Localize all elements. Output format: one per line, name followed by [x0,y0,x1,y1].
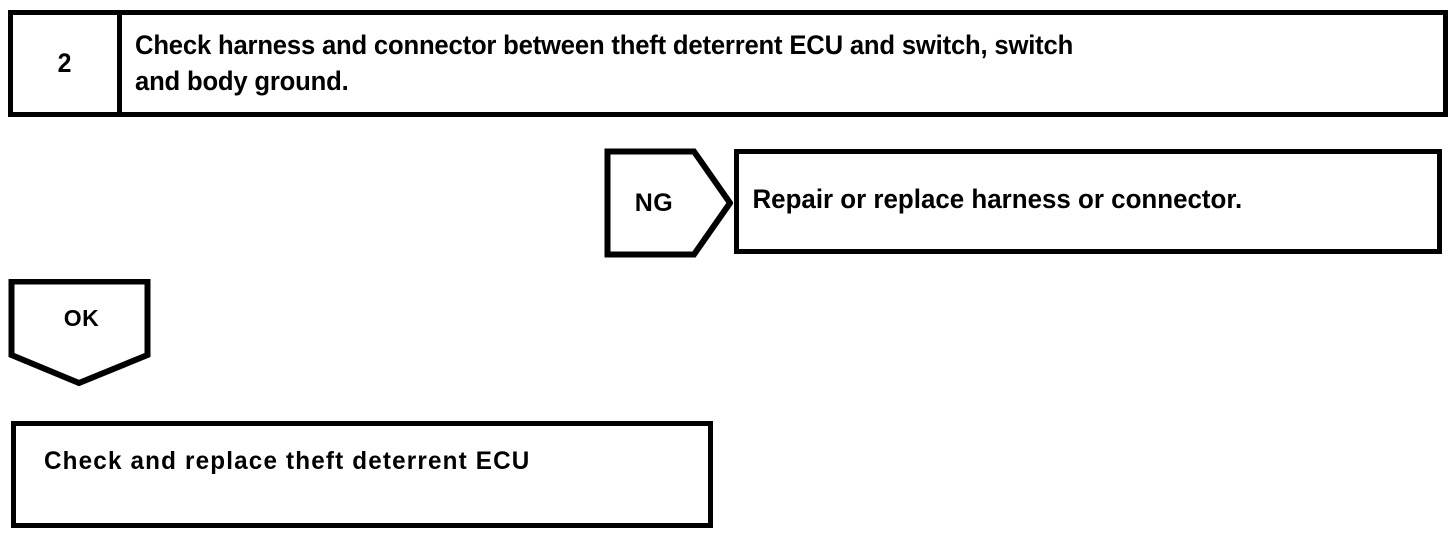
ok-arrow-shape [8,279,151,387]
ok-result-box: Check and replace theft deterrent ECU [11,421,713,528]
step-number: 2 [58,48,72,78]
ok-result-text: Check and replace theft deterrent ECU [44,447,531,475]
ng-arrow-shape [604,148,733,258]
ok-branch-label: OK [63,304,100,331]
ng-branch-label: NG [634,188,674,217]
ng-result-text: Repair or replace harness or connector. [752,184,1243,215]
ng-branch-arrow: NG [604,148,733,258]
step-instruction-text: Check harness and connector between thef… [135,29,1074,96]
step-number-cell: 2 [13,15,122,112]
step-instruction-cell: Check harness and connector between thef… [122,15,1443,112]
ok-branch-arrow: OK [8,279,151,389]
ng-result-box: Repair or replace harness or connector. [734,149,1442,254]
step-instruction-row: 2 Check harness and connector between th… [8,10,1448,117]
